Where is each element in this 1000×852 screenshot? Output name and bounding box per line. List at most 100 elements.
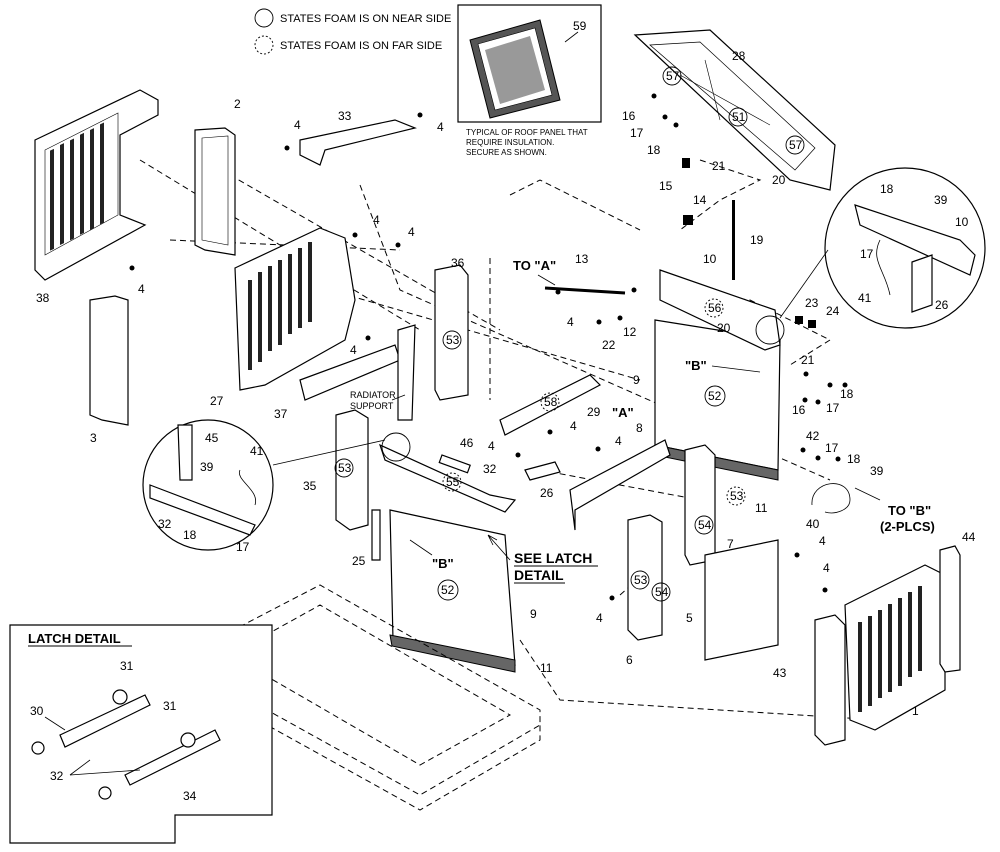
label-43: 43: [773, 666, 787, 680]
label-20b: 20: [717, 321, 731, 335]
part-33-plate: [299, 119, 417, 166]
foam-54-b: 54: [655, 585, 669, 599]
label-4c: 4: [138, 282, 145, 296]
part-43-panel: [814, 614, 846, 746]
label-4l: 4: [823, 561, 830, 575]
part-38-end-panel: [34, 89, 159, 281]
label-46: 46: [460, 436, 474, 450]
part-10-rail: [659, 269, 781, 351]
part-44-strip: [939, 545, 961, 673]
latch-label-31-b: 31: [163, 699, 177, 713]
label-16a: 16: [622, 109, 636, 123]
foam-indicators: 57 51 57 56 53 58 52 53 55 53 54 53 54 5…: [334, 66, 805, 602]
part-46-pin: [438, 454, 471, 474]
callout-to-b-2plcs: (2-PLCS): [880, 519, 935, 534]
foam-55: 55: [446, 475, 460, 489]
label-3: 3: [90, 431, 97, 445]
part-27-side-panel: [234, 227, 356, 391]
part-9-door-lower: [389, 509, 516, 673]
label-23: 23: [805, 296, 819, 310]
label-38: 38: [36, 291, 50, 305]
callout-to-a: TO "A": [513, 258, 556, 273]
part-25-strip: [371, 509, 381, 561]
detail-callout-circle-right: [755, 315, 785, 345]
label-18d: 18: [847, 452, 861, 466]
label-32b: 32: [158, 517, 172, 531]
label-10b: 10: [955, 215, 969, 229]
radiator-label-2: SUPPORT: [350, 401, 394, 411]
part-29-rail: [499, 374, 602, 436]
label-17b: 17: [860, 247, 874, 261]
latch-label-31-a: 31: [120, 659, 134, 673]
label-41b: 41: [250, 444, 264, 458]
latch-label-32: 32: [50, 769, 64, 783]
hardware: [129, 93, 848, 601]
label-22: 22: [602, 338, 616, 352]
label-4g: 4: [567, 315, 574, 329]
part-7-bracket: [684, 444, 716, 566]
label-26a: 26: [540, 486, 554, 500]
label-4b: 4: [437, 120, 444, 134]
label-45: 45: [205, 431, 219, 445]
radiator-support: [397, 324, 416, 421]
label-24: 24: [826, 304, 840, 318]
foam-57-a: 57: [666, 69, 680, 83]
label-17a: 17: [630, 126, 644, 140]
label-8: 8: [636, 421, 643, 435]
label-35: 35: [303, 479, 317, 493]
label-41a: 41: [858, 291, 872, 305]
latch-detail-box: LATCH DETAIL 31 30 31 32 34: [9, 624, 273, 844]
part-32-rail: [378, 443, 517, 513]
latch-label-34: 34: [183, 789, 197, 803]
callout-b-lower: "B": [432, 556, 454, 571]
label-11b: 11: [540, 661, 553, 675]
part-26-bracket-center: [524, 461, 561, 481]
left-detail-circle: [142, 419, 386, 551]
label-17d: 17: [825, 441, 839, 455]
label-4e: 4: [408, 225, 415, 239]
label-4d: 4: [373, 213, 380, 227]
foam-51: 51: [732, 110, 746, 124]
near-side-circle-icon: [254, 8, 274, 28]
part-number-labels: 1 2 3 4 4 4 4 4 4 4 4 4 4 4 4 4 5 6 7 8 …: [36, 49, 976, 718]
foam-52-b: 52: [441, 583, 455, 597]
label-29: 29: [587, 405, 601, 419]
part-40-cable: [811, 483, 851, 514]
latch-label-30: 30: [30, 704, 44, 718]
foam-58: 58: [544, 395, 558, 409]
foam-54-a: 54: [698, 518, 712, 532]
legend-near-side: STATES FOAM IS ON NEAR SIDE: [280, 13, 451, 25]
label-4h: 4: [570, 419, 577, 433]
part-8-plate: [569, 439, 671, 531]
legend-far-side: STATES FOAM IS ON FAR SIDE: [280, 40, 442, 52]
foam-53-d: 53: [634, 573, 648, 587]
label-13: 13: [575, 252, 589, 266]
part-1-end-panel: [844, 564, 946, 731]
label-9a: 9: [633, 373, 640, 387]
label-4i: 4: [488, 439, 495, 453]
label-39c: 39: [200, 460, 214, 474]
part-35-panel: [335, 409, 369, 531]
label-18e: 18: [183, 528, 197, 542]
label-9b: 9: [530, 607, 537, 621]
foam-53-c: 53: [730, 489, 744, 503]
label-28: 28: [732, 49, 746, 63]
label-20a: 20: [772, 173, 786, 187]
label-40: 40: [806, 517, 820, 531]
label-19: 19: [750, 233, 764, 247]
label-17e: 17: [236, 540, 250, 554]
part-28-roof-frame: [633, 29, 836, 191]
label-18a: 18: [647, 143, 661, 157]
foam-53-b: 53: [338, 461, 352, 475]
see-latch-1: SEE LATCH: [514, 550, 592, 566]
label-42: 42: [806, 429, 820, 443]
label-33: 33: [338, 109, 352, 123]
detail-callout-circle-left: [381, 432, 411, 462]
part-6-panel: [627, 514, 663, 641]
label-27: 27: [210, 394, 224, 408]
label-26b: 26: [935, 298, 949, 312]
label-36: 36: [451, 256, 465, 270]
label-15: 15: [659, 179, 673, 193]
part-59-label: 59: [573, 19, 587, 33]
